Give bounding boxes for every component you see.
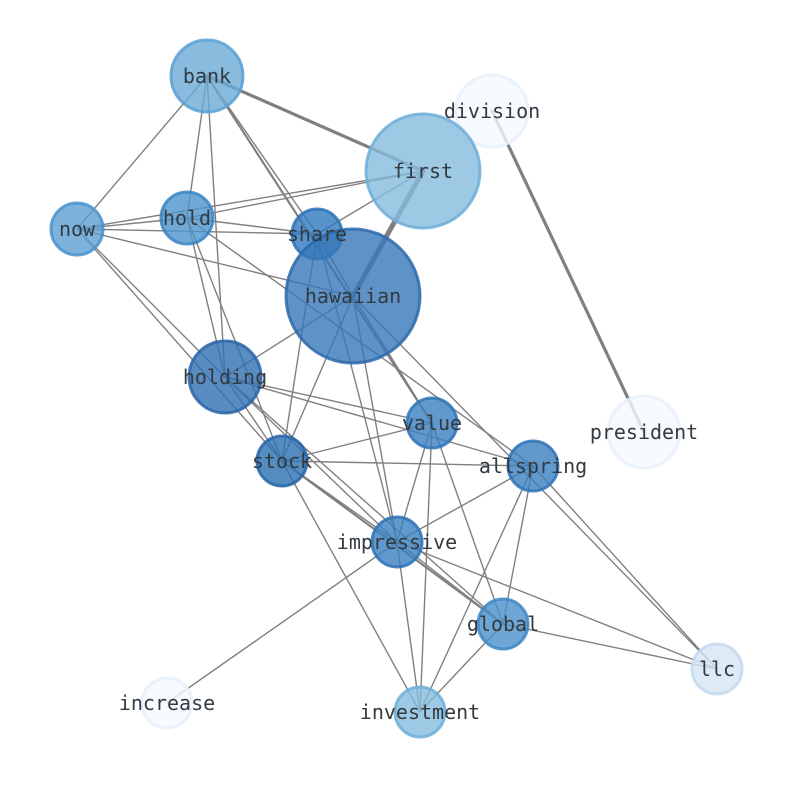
node-label-first: first [393,159,453,183]
edge-division-president [490,109,646,434]
edge-impressive-investment [396,541,421,713]
edge-holding-global [224,376,504,625]
node-label-investment: investment [360,700,480,724]
edge-stock-allspring [281,460,534,467]
node-now[interactable] [49,201,105,257]
node-label-stock: stock [252,449,312,473]
edge-holding-allspring [224,376,534,467]
node-president[interactable] [606,394,682,470]
node-label-allspring: allspring [479,454,587,478]
node-stock[interactable] [255,434,309,488]
node-bank[interactable] [169,38,245,114]
edge-global-llc [502,623,718,670]
node-label-global: global [467,612,539,636]
edge-stock-investment [281,460,421,713]
node-label-value: value [402,411,462,435]
node-first[interactable] [364,112,482,230]
node-label-now: now [59,217,96,241]
node-increase[interactable] [140,676,194,730]
node-label-share: share [287,222,347,246]
node-global[interactable] [476,597,530,651]
node-holding[interactable] [187,339,263,415]
node-label-hold: hold [163,206,211,230]
nodes-layer [49,38,744,739]
node-division[interactable] [454,73,530,149]
node-hawaiian[interactable] [284,227,422,365]
node-label-president: president [590,420,698,444]
node-label-hawaiian: hawaiian [305,284,401,308]
labels-layer: bank division first now hold share hawaiian hol… [59,64,735,724]
edge-impressive-llc [396,541,718,670]
node-label-holding: holding [183,365,267,389]
node-hold[interactable] [159,190,215,246]
node-label-division: division [444,99,540,123]
node-label-impressive: impressive [337,530,457,554]
edge-bank-holding [206,75,226,378]
node-investment[interactable] [393,685,447,739]
node-label-bank: bank [183,64,231,88]
edge-value-investment [419,422,433,713]
node-value[interactable] [405,396,459,450]
node-llc[interactable] [690,642,744,696]
edge-allspring-global [502,465,534,625]
node-impressive[interactable] [370,515,424,569]
edge-hold-stock [186,217,283,462]
edge-allspring-investment [419,465,534,713]
node-label-increase: increase [119,691,215,715]
node-allspring[interactable] [506,439,560,493]
edge-value-global [431,422,504,625]
edge-now-stock [76,228,283,462]
edge-holding-impressive [224,376,398,543]
edge-allspring-llc [532,465,718,670]
edge-impressive-increase [166,541,398,704]
node-label-llc: llc [699,657,735,681]
